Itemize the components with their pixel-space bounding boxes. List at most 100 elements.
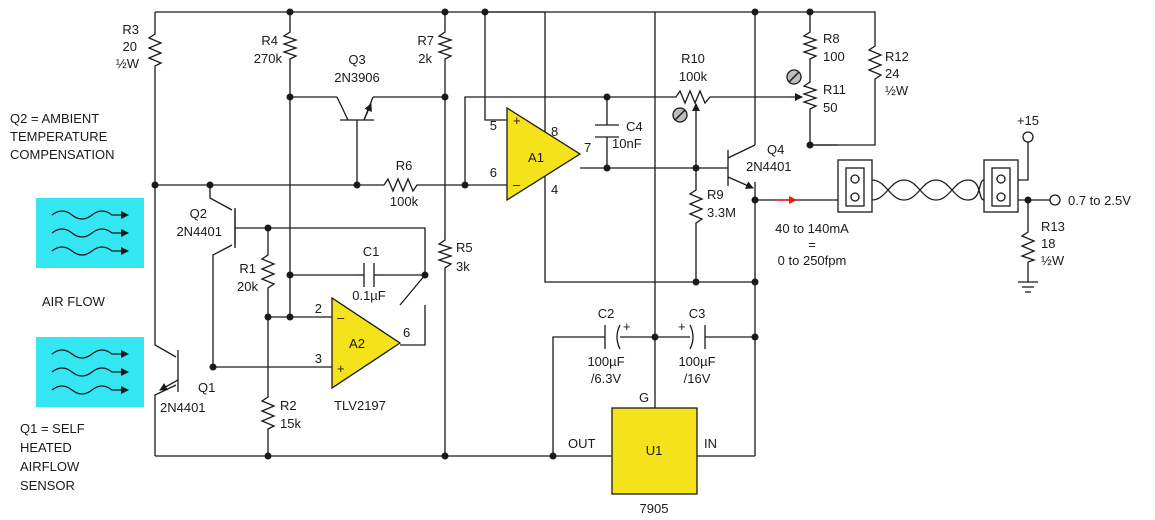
r9-ref: R9: [707, 187, 724, 202]
c4-ref: C4: [626, 119, 643, 134]
svg-text:–: –: [513, 177, 521, 192]
r9-value: 3.3M: [707, 205, 736, 220]
supply-terminal: +15: [1017, 113, 1039, 143]
u1-pin-gnd: G: [639, 390, 649, 405]
capacitor-c2: + C2 100µF /6.3V: [587, 306, 630, 386]
supply-label: +15: [1017, 113, 1039, 128]
a2-pin-plus: 3: [315, 351, 322, 366]
c2-value: 100µF: [587, 354, 624, 369]
transistor-q3: Q3 2N3906: [334, 52, 380, 121]
r6-ref: R6: [396, 158, 413, 173]
r4-value: 270k: [254, 51, 283, 66]
current-range-note: 40 to 140mA = 0 to 250fpm: [775, 196, 849, 268]
twisted-pair-cable: [871, 179, 985, 201]
svg-text:+: +: [623, 319, 631, 334]
resistor-r8: R8 100: [801, 28, 845, 64]
r8-ref: R8: [823, 31, 840, 46]
wires: [154, 11, 1050, 457]
q2-note: Q2 = AMBIENT TEMPERATURE COMPENSATION: [10, 111, 115, 162]
r7-ref: R7: [417, 33, 434, 48]
u1-part: 7905: [640, 501, 669, 516]
capacitor-c4: C4 10nF: [595, 119, 643, 151]
r5-value: 3k: [456, 259, 470, 274]
r10-value: 100k: [679, 69, 708, 84]
c2-ref: C2: [598, 306, 615, 321]
svg-text:40 to 140mA: 40 to 140mA: [775, 221, 849, 236]
r13-value: 18: [1041, 236, 1055, 251]
airflow-box-lower: [36, 337, 144, 407]
r2-ref: R2: [280, 398, 297, 413]
q1-note: Q1 = SELF HEATED AIRFLOW SENSOR: [20, 421, 85, 493]
air-flow-label: AIR FLOW: [42, 294, 106, 309]
c4-value: 10nF: [612, 136, 642, 151]
potentiometer-r10: R10 100k: [672, 51, 714, 123]
q3-ref: Q3: [348, 52, 365, 67]
transistor-q1: Q1 2N4401: [159, 350, 215, 415]
output-terminal: 0.7 to 2.5V: [1049, 193, 1131, 208]
resistor-r3: R3 20 ½W: [116, 22, 163, 71]
resistor-r9: R9 3.3M: [688, 186, 736, 226]
r10-ref: R10: [681, 51, 705, 66]
svg-text:–: –: [337, 310, 345, 325]
r6-value: 100k: [390, 194, 419, 209]
r4-ref: R4: [261, 33, 278, 48]
a2-part: TLV2197: [334, 398, 386, 413]
r13-ref: R13: [1041, 219, 1065, 234]
junction-dots: [151, 8, 1032, 460]
svg-text:TEMPERATURE: TEMPERATURE: [10, 129, 108, 144]
transistor-q4: Q4 2N4401: [727, 142, 792, 189]
r3-ref: R3: [122, 22, 139, 37]
q1-ref: Q1: [198, 380, 215, 395]
r1-value: 20k: [237, 279, 258, 294]
potentiometer-r11: R11 50: [786, 69, 846, 115]
svg-text:COMPENSATION: COMPENSATION: [10, 147, 115, 162]
c3-ref: C3: [689, 306, 706, 321]
a2-ref: A2: [349, 336, 365, 351]
resistor-r6: R6 100k: [380, 158, 422, 209]
a1-ref: A1: [528, 150, 544, 165]
regulator-u1: U1 OUT IN G 7905: [568, 390, 717, 516]
svg-text:+: +: [337, 361, 345, 376]
svg-text:SENSOR: SENSOR: [20, 478, 75, 493]
q3-part: 2N3906: [334, 70, 380, 85]
a1-pin-top: 8: [551, 124, 558, 139]
resistor-r13: R13 18 ½W: [1020, 219, 1065, 268]
a1-pin-bottom: 4: [551, 182, 558, 197]
c3-value: 100µF: [678, 354, 715, 369]
c3-rating: /16V: [684, 371, 711, 386]
output-label: 0.7 to 2.5V: [1068, 193, 1131, 208]
svg-text:+: +: [513, 113, 521, 128]
resistor-r4: R4 270k: [254, 28, 299, 66]
svg-text:HEATED: HEATED: [20, 440, 72, 455]
r8-value: 100: [823, 49, 845, 64]
opamp-a2: – + A2 2 3 6 TLV2197: [315, 296, 410, 413]
capacitor-c1: C1 0.1µF: [352, 244, 386, 303]
resistor-r2: R2 15k: [260, 393, 301, 431]
r7-value: 2k: [418, 51, 432, 66]
capacitor-c3: + C3 100µF /16V: [678, 306, 716, 386]
r12-ref: R12: [885, 49, 909, 64]
c2-rating: /6.3V: [591, 371, 622, 386]
r11-ref: R11: [823, 82, 846, 97]
resistor-r1: R1 20k: [237, 250, 276, 294]
svg-text:Q2 = AMBIENT: Q2 = AMBIENT: [10, 111, 99, 126]
a2-pin-out: 6: [403, 325, 410, 340]
resistor-r5: R5 3k: [436, 236, 473, 274]
q2-part: 2N4401: [176, 224, 222, 239]
a1-pin-out: 7: [584, 140, 591, 155]
resistor-r12: R12 24 ½W: [867, 40, 909, 98]
a1-pin-plus: 5: [490, 118, 497, 133]
r3-value: 20: [123, 39, 137, 54]
svg-text:0 to 250fpm: 0 to 250fpm: [778, 253, 847, 268]
r12-value: 24: [885, 66, 899, 81]
r1-ref: R1: [239, 261, 256, 276]
a1-pin-minus: 6: [490, 165, 497, 180]
q2-ref: Q2: [190, 206, 207, 221]
q4-ref: Q4: [767, 142, 784, 157]
a2-pin-minus: 2: [315, 301, 322, 316]
connector-right: [983, 159, 1019, 213]
airflow-box-upper: [36, 198, 144, 268]
u1-pin-out: OUT: [568, 436, 596, 451]
c1-ref: C1: [363, 244, 380, 259]
